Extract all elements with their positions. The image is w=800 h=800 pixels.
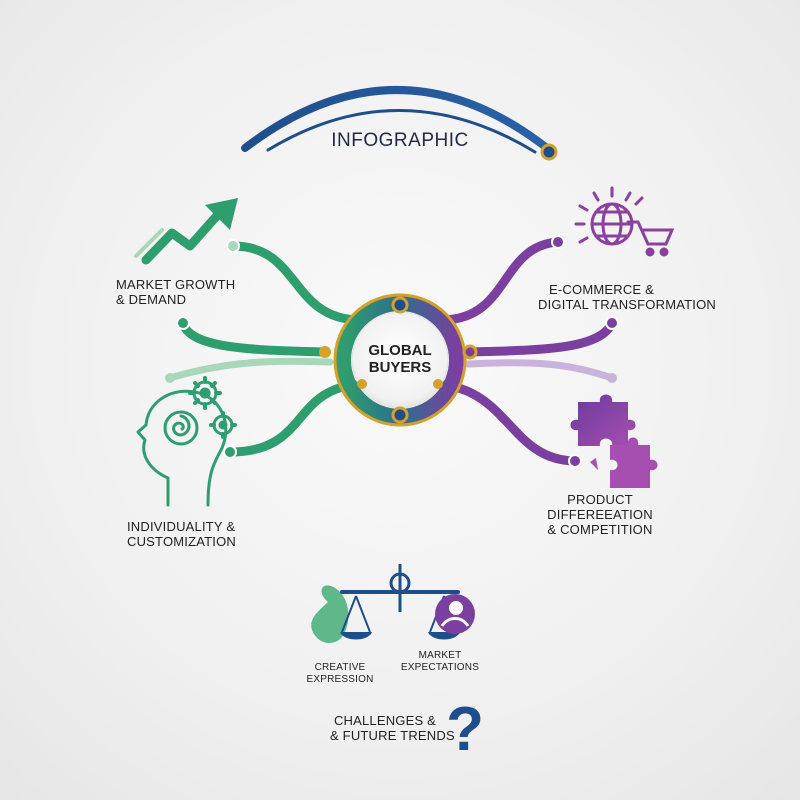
challenges-label: CHALLENGES & & FUTURE TRENDS xyxy=(330,713,455,743)
market-expectations-line-1: MARKET xyxy=(418,650,462,661)
purple-connectors xyxy=(433,237,617,466)
green-connectors xyxy=(166,241,367,457)
market-expectations-line-2: EXPECTATIONS xyxy=(400,662,480,673)
central-hub xyxy=(319,293,478,427)
market-growth-line-1: MARKET GROWTH xyxy=(116,277,236,292)
balance-scale-icon xyxy=(311,564,475,644)
product-line-3: & COMPETITION xyxy=(547,522,653,537)
ecommerce-line-2: DIGITAL TRANSFORMATION xyxy=(538,297,716,312)
infographic-title: INFOGRAPHIC xyxy=(331,130,469,151)
head-gears-icon xyxy=(136,376,237,507)
growth-arrow-icon xyxy=(134,198,238,265)
top-arc xyxy=(241,86,558,161)
creative-expression-label: CREATIVE EXPRESSION xyxy=(300,662,380,686)
ecommerce-line-1: E-COMMERCE & xyxy=(549,282,654,297)
product-line-1: PRODUCT xyxy=(567,492,633,507)
challenges-line-1: CHALLENGES & xyxy=(333,713,437,728)
market-growth-line-2: & DEMAND xyxy=(116,292,187,307)
center-line-1: GLOBAL xyxy=(368,342,432,359)
connector-nodes xyxy=(165,235,619,468)
individuality-line-2: CUSTOMIZATION xyxy=(127,534,237,549)
product-line-2: DIFFEREEATION xyxy=(547,507,653,522)
question-mark-icon: ? xyxy=(446,695,484,764)
individuality-label: INDIVIDUALITY & CUSTOMIZATION xyxy=(127,519,236,549)
ecommerce-label: E-COMMERCE & DIGITAL TRANSFORMATION xyxy=(538,282,716,312)
creative-line-1: CREATIVE xyxy=(314,662,366,673)
svg-text:?: ? xyxy=(446,695,484,764)
challenges-line-2: & FUTURE TRENDS xyxy=(330,728,455,743)
puzzle-icon xyxy=(570,394,658,488)
market-growth-label: MARKET GROWTH & DEMAND xyxy=(116,277,235,307)
creative-line-2: EXPRESSION xyxy=(306,674,374,685)
center-label: GLOBAL BUYERS xyxy=(358,342,442,376)
center-line-2: BUYERS xyxy=(368,359,432,376)
product-label: PRODUCT DIFFEREEATION & COMPETITION xyxy=(545,492,655,537)
individuality-line-1: INDIVIDUALITY & xyxy=(127,519,236,534)
globe-cart-icon xyxy=(574,186,675,257)
market-expectations-label: MARKET EXPECTATIONS xyxy=(395,650,485,674)
